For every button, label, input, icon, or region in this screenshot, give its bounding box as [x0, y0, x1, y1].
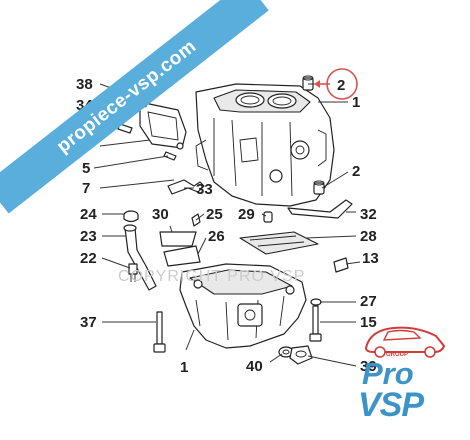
leader-lines	[93, 83, 361, 367]
callout-2-mid: 2	[352, 163, 360, 180]
callout-26: 26	[208, 228, 225, 245]
callout-38: 38	[76, 76, 93, 93]
flange-bracket	[139, 100, 187, 150]
bolt-15	[309, 305, 322, 342]
callout-13: 13	[362, 250, 379, 267]
callout-5: 5	[82, 160, 90, 177]
callout-40: 40	[246, 358, 263, 375]
logo-word-vsp: VSP	[358, 386, 424, 424]
callout-25: 25	[206, 206, 223, 223]
callout-1-bottom: 1	[180, 359, 188, 376]
callout-7: 7	[82, 180, 90, 197]
callout-23: 23	[80, 228, 97, 245]
oil-sump	[179, 263, 307, 349]
pipe-23	[123, 224, 157, 291]
callout-39: 39	[360, 358, 377, 375]
highlight-circle	[326, 68, 358, 100]
highlight-arrowhead	[314, 80, 320, 88]
connector-13	[333, 257, 349, 273]
callout-30: 30	[152, 206, 169, 223]
engine-block	[195, 83, 335, 207]
callout-1-top: 1	[352, 94, 360, 111]
tube-33	[167, 179, 205, 195]
callout-2-top: 2	[337, 77, 345, 94]
cap-24	[123, 210, 139, 223]
callout-22: 22	[80, 250, 97, 267]
boss-39	[289, 345, 313, 365]
callout-28: 28	[360, 228, 377, 245]
callout-24: 24	[80, 206, 97, 223]
callout-32: 32	[360, 206, 377, 223]
logo-word-pro: Pro	[362, 356, 414, 391]
copyright-watermark: COPYRIGHT PRO VSP	[118, 268, 306, 285]
bracket-32	[287, 199, 353, 219]
callout-15: 15	[360, 314, 377, 331]
logo-group-text: GROUP	[386, 352, 409, 358]
callout-27: 27	[360, 293, 377, 310]
provsp-logo: GROUP Pro VSP	[350, 318, 460, 430]
screw-22	[128, 263, 138, 282]
bolt-37	[153, 311, 166, 353]
car-silhouette-icon	[364, 326, 446, 358]
ring-40	[278, 346, 294, 358]
bushing-top	[302, 75, 314, 91]
baffle-28	[239, 231, 319, 255]
callout-37: 37	[80, 314, 97, 331]
washer-27	[310, 298, 322, 306]
sensor-29	[263, 211, 273, 223]
callout-33: 33	[196, 181, 213, 198]
plate-30	[159, 231, 197, 247]
callout-29: 29	[238, 206, 255, 223]
bushing-mid	[313, 180, 325, 195]
bracket-26	[163, 245, 201, 267]
